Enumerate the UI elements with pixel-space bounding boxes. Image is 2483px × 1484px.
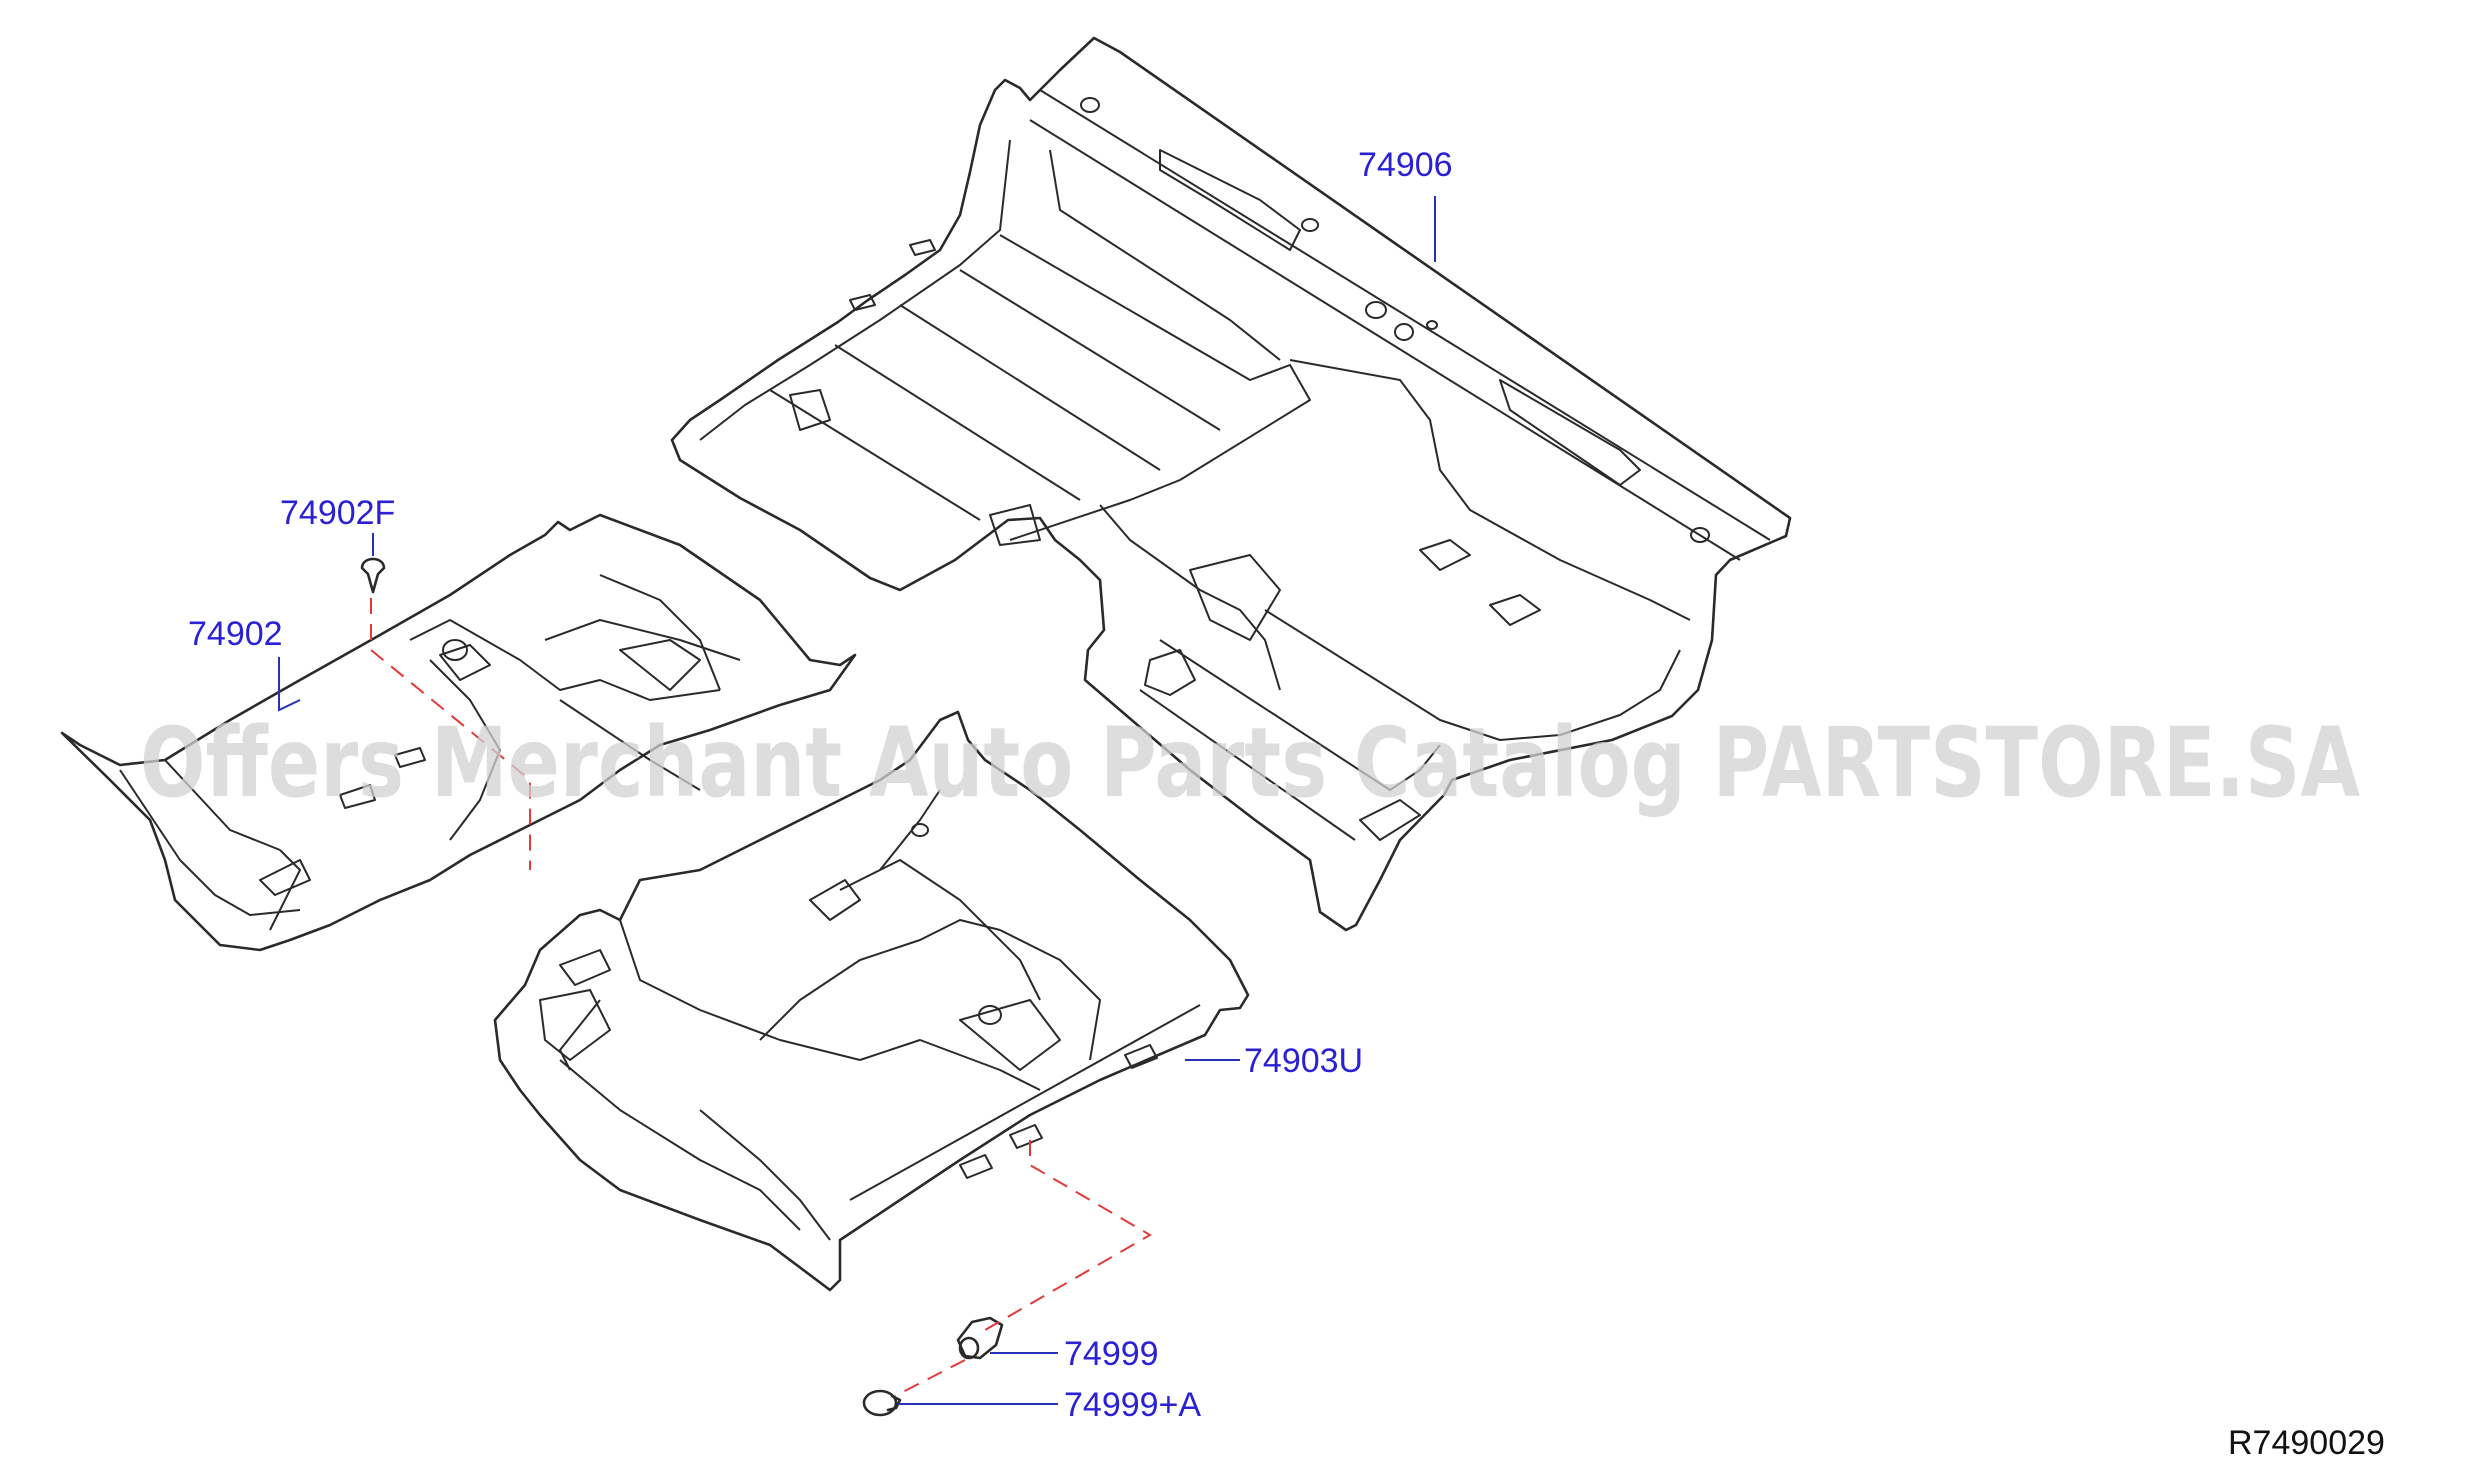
leader-74902 bbox=[278, 657, 301, 712]
clip-74999a-drawing bbox=[862, 1389, 902, 1417]
center-floor-carpet-drawing bbox=[493, 710, 1250, 1292]
rear-floor-carpet-drawing bbox=[670, 36, 1792, 932]
front-floor-carpet-drawing bbox=[60, 513, 857, 952]
dashed-guide-74999a bbox=[894, 1359, 966, 1397]
watermark: Offers Merchant Auto Parts Catalog PARTS… bbox=[140, 707, 2360, 819]
dashed-guide-74902f bbox=[370, 598, 531, 870]
clip-74902f-drawing bbox=[360, 557, 386, 594]
part-label-74903u: 74903U bbox=[1244, 1042, 1363, 1080]
dashed-guide-74999 bbox=[984, 1140, 1152, 1331]
clip-74999-drawing bbox=[956, 1316, 1004, 1360]
part-label-74906: 74906 bbox=[1358, 146, 1453, 184]
part-label-74902: 74902 bbox=[188, 615, 283, 653]
part-label-74902f: 74902F bbox=[280, 494, 395, 532]
diagram-code: R7490029 bbox=[2228, 1424, 2385, 1462]
part-label-74999a: 74999+A bbox=[1064, 1386, 1201, 1424]
part-label-74999: 74999 bbox=[1064, 1335, 1159, 1373]
